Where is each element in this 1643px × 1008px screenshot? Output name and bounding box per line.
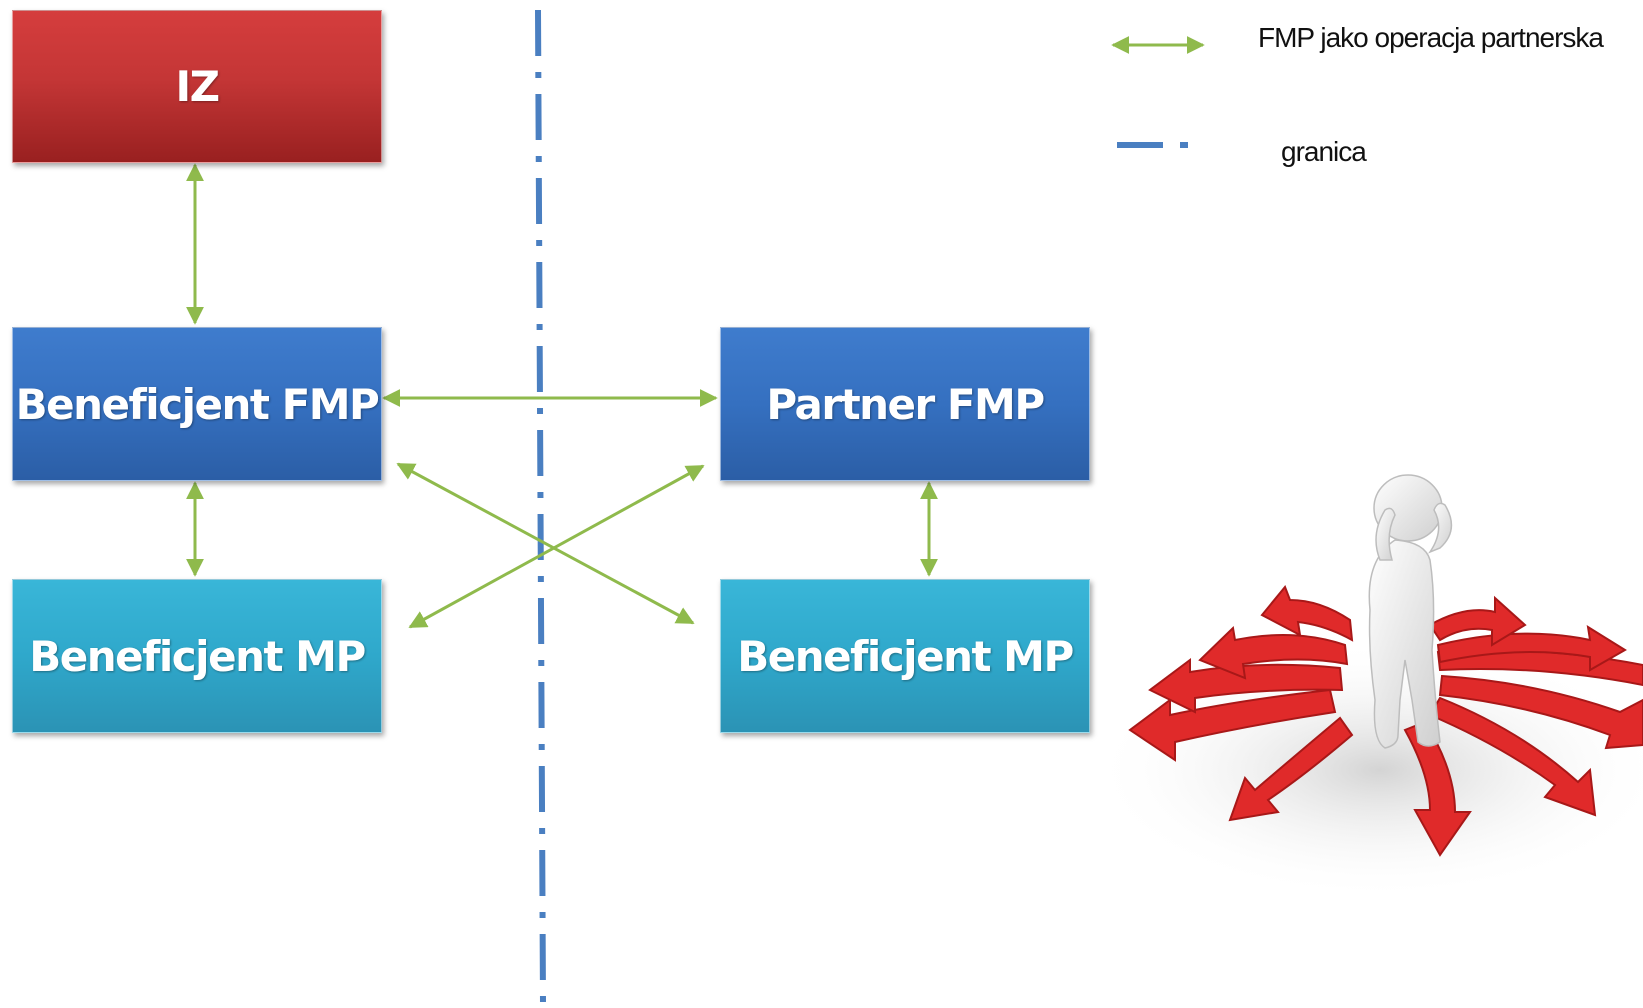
iz-box: IZ <box>12 10 382 163</box>
partner-fmp-label: Partner FMP <box>766 379 1045 429</box>
beneficjent-fmp-box: Beneficjent FMP <box>12 327 382 481</box>
beneficjent-fmp-label: Beneficjent FMP <box>15 379 380 429</box>
iz-label: IZ <box>175 62 220 111</box>
beneficjent-mp-right-box: Beneficjent MP <box>720 579 1090 733</box>
legend-border-label: granica <box>1281 136 1367 167</box>
legend-arrow-label: FMP jako operacja partnerska <box>1258 22 1604 53</box>
beneficjent-mp-left-box: Beneficjent MP <box>12 579 382 733</box>
partner-fmp-box: Partner FMP <box>720 327 1090 481</box>
arrow-pfmp-bmpl <box>408 464 705 629</box>
beneficjent-mp-right-label: Beneficjent MP <box>737 631 1074 681</box>
beneficjent-mp-left-label: Beneficjent MP <box>29 631 366 681</box>
